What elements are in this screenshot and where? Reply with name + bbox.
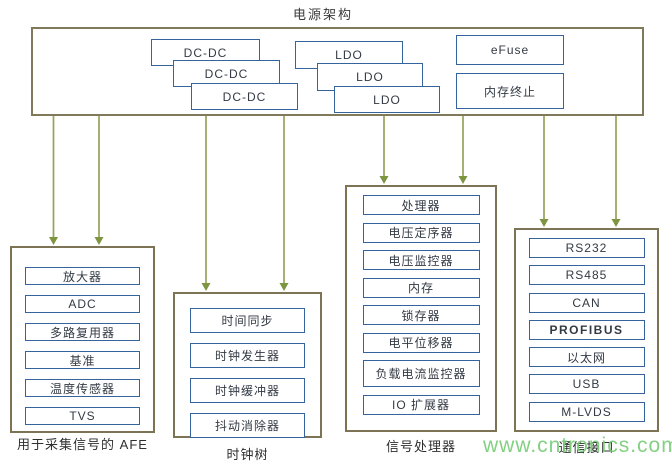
arrowhead bbox=[539, 219, 549, 227]
block-dcdc-2: DC-DC bbox=[173, 60, 280, 87]
arrowhead bbox=[94, 237, 104, 245]
group-clock-tree: 时间同步 时钟发生器 时钟缓冲器 抖动消除器 bbox=[173, 292, 322, 438]
block-time-sync: 时间同步 bbox=[190, 308, 305, 333]
block-jitter-cleaner: 抖动消除器 bbox=[190, 413, 305, 438]
caption-signal-processor: 信号处理器 bbox=[385, 439, 456, 454]
block-level-shifter: 电平位移器 bbox=[362, 332, 480, 353]
watermark: www.cntronics.com bbox=[483, 434, 672, 457]
arrowhead bbox=[611, 219, 621, 227]
block-tvs: TVS bbox=[25, 407, 140, 425]
block-multiplexer: 多路复用器 bbox=[25, 323, 140, 341]
group-comm-interface: RS232 RS485 CAN PROFIBUS 以太网 USB M-LVDS bbox=[514, 228, 659, 432]
diagram-title: 电源架构 bbox=[292, 7, 353, 22]
block-processor: 处理器 bbox=[362, 195, 480, 215]
block-voltage-monitor: 电压监控器 bbox=[362, 250, 480, 270]
block-io-expander: IO 扩展器 bbox=[362, 394, 480, 415]
group-signal-processor: 处理器 电压定序器 电压监控器 内存 锁存器 电平位移器 负载电流监控器 IO … bbox=[345, 185, 497, 432]
caption-comm-interface: 通信接口 bbox=[558, 440, 615, 455]
block-reference: 基准 bbox=[25, 351, 140, 369]
block-temperature-sensor: 温度传感器 bbox=[25, 379, 140, 397]
block-dcdc-3: DC-DC bbox=[191, 83, 298, 110]
block-memory: 内存 bbox=[362, 277, 480, 298]
arrowhead bbox=[458, 176, 468, 184]
block-amplifier: 放大器 bbox=[25, 267, 140, 285]
block-efuse: eFuse bbox=[456, 35, 564, 65]
caption-clock-tree: 时钟树 bbox=[226, 447, 269, 461]
block-clock-generator: 时钟发生器 bbox=[190, 343, 305, 368]
block-mlvds: M-LVDS bbox=[528, 401, 645, 422]
block-voltage-sequencer: 电压定序器 bbox=[362, 222, 480, 243]
block-memory-termination: 内存终止 bbox=[456, 73, 564, 109]
block-rs485: RS485 bbox=[528, 265, 645, 286]
group-afe: 放大器 ADC 多路复用器 基准 温度传感器 TVS bbox=[10, 246, 155, 433]
arrowhead bbox=[49, 237, 58, 245]
block-adc: ADC bbox=[25, 295, 140, 313]
block-clock-buffer: 时钟缓冲器 bbox=[190, 378, 305, 403]
block-profibus: PROFIBUS bbox=[528, 319, 645, 340]
block-rs232: RS232 bbox=[528, 238, 645, 258]
block-usb: USB bbox=[528, 374, 645, 395]
block-ethernet: 以太网 bbox=[528, 347, 645, 368]
arrowhead bbox=[201, 283, 211, 291]
block-can: CAN bbox=[528, 292, 645, 313]
block-latch: 锁存器 bbox=[362, 305, 480, 325]
block-load-current-monitor: 负载电流监控器 bbox=[362, 360, 480, 387]
block-ldo-3: LDO bbox=[334, 86, 440, 113]
caption-afe: 用于采集信号的 AFE bbox=[17, 437, 148, 452]
arrowhead bbox=[379, 176, 389, 184]
arrowhead bbox=[279, 283, 289, 291]
